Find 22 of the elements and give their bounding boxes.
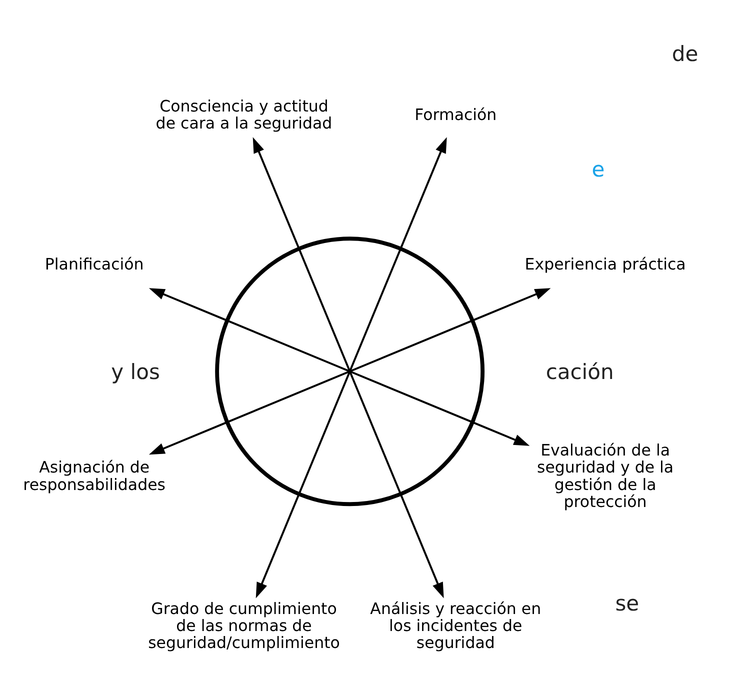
node-text: Formación — [414, 104, 497, 124]
label: se — [615, 590, 640, 615]
arrow — [349, 288, 551, 372]
node-text: Experiencia práctica — [524, 254, 686, 274]
node-text: Análisis y reacción en los incidentes de seguridad — [370, 598, 542, 652]
label: e — [592, 156, 605, 182]
node-text: Planificación — [44, 254, 144, 274]
node-text: Grado de cumplimiento de las normas de seguridad/cumplimiento — [148, 598, 340, 652]
label: y los — [111, 358, 160, 384]
arrow — [348, 136, 447, 372]
arrow — [148, 288, 350, 372]
label: de — [672, 40, 698, 66]
arrow — [148, 370, 350, 454]
node-text: Consciencia y actitud de cara a la seguridad — [156, 96, 332, 132]
arrow — [256, 370, 351, 598]
label: cación — [546, 358, 614, 384]
node-text: Asignación de responsabilidades — [23, 457, 166, 494]
arrow — [348, 370, 444, 598]
arrow — [349, 370, 530, 446]
node-text: Evaluación de la seguridad y de la gestión de la protección — [537, 440, 674, 510]
node-circle — [215, 236, 485, 506]
arrow — [252, 136, 351, 372]
